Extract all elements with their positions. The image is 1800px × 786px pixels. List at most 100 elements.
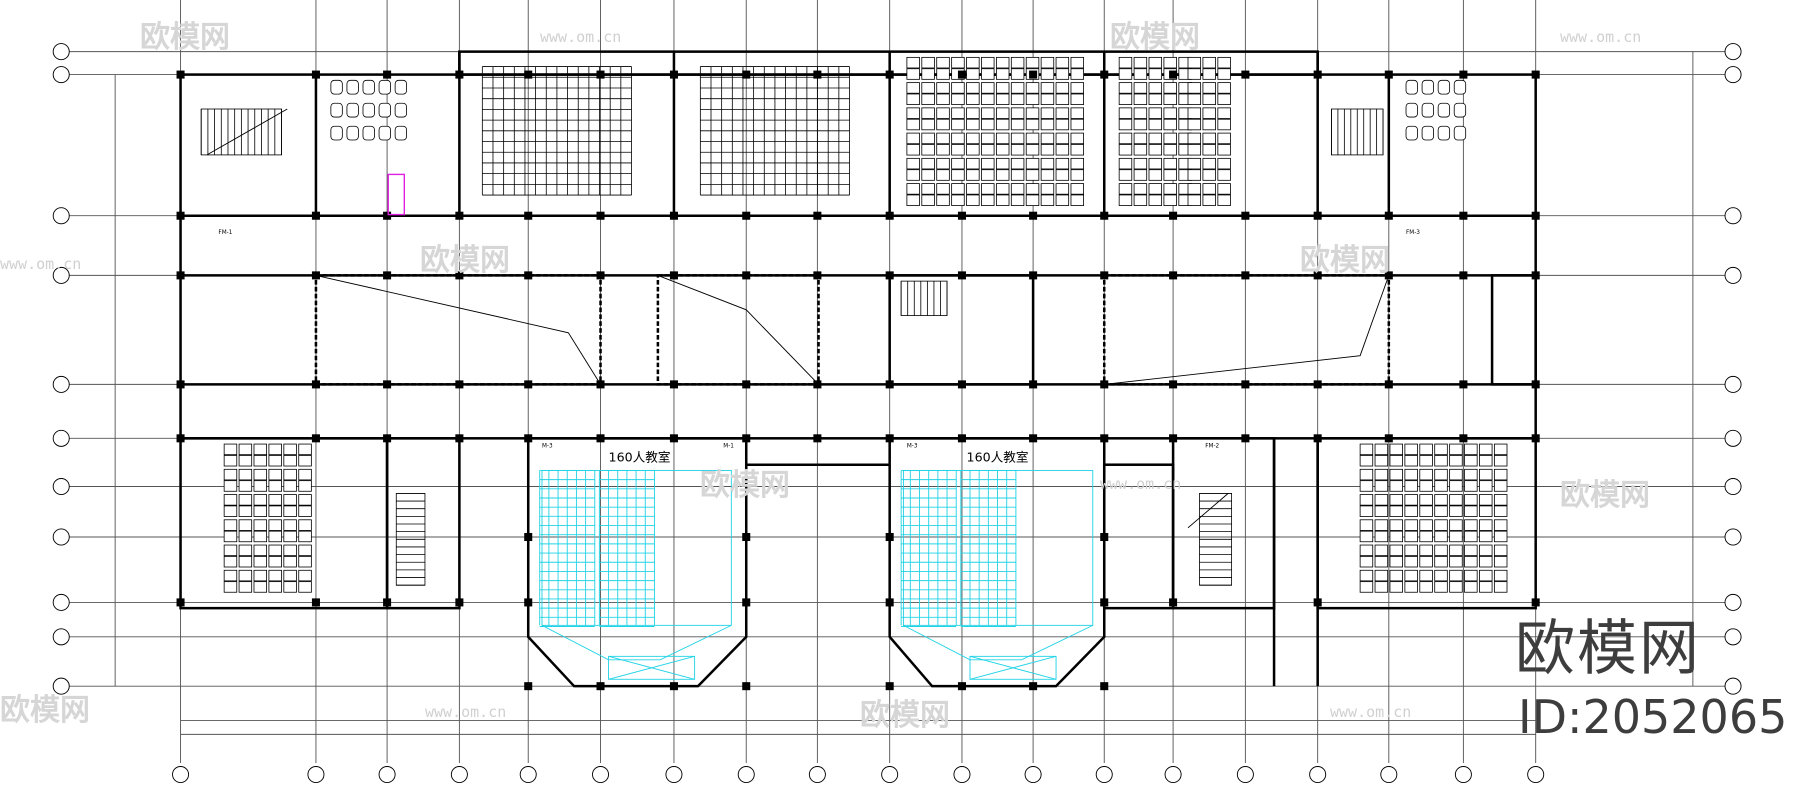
desk	[1202, 169, 1216, 181]
desk	[1374, 544, 1389, 557]
desk	[298, 555, 312, 568]
desk	[1118, 82, 1133, 94]
column	[596, 434, 605, 443]
desk	[1202, 132, 1216, 145]
desk	[1449, 443, 1463, 456]
axis-bubble	[1380, 766, 1398, 784]
column	[596, 271, 605, 280]
desk	[1040, 194, 1055, 206]
desk	[1010, 68, 1025, 80]
desk	[1449, 530, 1463, 543]
column	[311, 271, 320, 280]
desk	[223, 455, 238, 467]
desk	[1148, 118, 1163, 131]
column	[1100, 271, 1109, 280]
desk	[1374, 505, 1389, 517]
desk	[966, 194, 980, 206]
desk	[921, 93, 935, 105]
desk	[906, 132, 920, 145]
desk	[995, 82, 1010, 94]
column	[957, 211, 966, 220]
watermark-brand: 欧模网	[1110, 20, 1200, 55]
desk	[906, 194, 920, 206]
column	[383, 271, 392, 280]
column	[669, 434, 678, 443]
desk	[253, 569, 268, 582]
lecture-hall-seating-grid	[539, 469, 1094, 680]
desk	[1493, 468, 1508, 481]
axis-bubble	[52, 478, 70, 496]
desk	[1010, 157, 1025, 170]
stair-flight	[200, 108, 282, 156]
desk	[1419, 544, 1433, 557]
axis-bubble	[665, 766, 683, 784]
desk	[298, 569, 312, 582]
desk	[1464, 494, 1478, 506]
desk	[283, 581, 297, 593]
desk	[1359, 468, 1374, 481]
column	[311, 70, 320, 79]
stage-platform	[969, 655, 1057, 680]
desk	[1148, 93, 1163, 105]
column	[1531, 434, 1540, 443]
axis-bubble	[378, 766, 396, 784]
desk	[1025, 118, 1040, 131]
column	[813, 211, 822, 220]
desk	[1148, 107, 1163, 119]
desk	[1070, 68, 1084, 80]
desk	[906, 107, 920, 119]
toilet-fixture	[362, 125, 375, 141]
column	[669, 380, 678, 389]
axis-bubble	[52, 593, 70, 611]
axis-bubble	[1527, 766, 1545, 784]
watermark-brand: 欧模网	[140, 20, 230, 55]
desk	[1464, 519, 1478, 531]
desk	[1202, 82, 1216, 94]
desk	[981, 93, 995, 105]
column	[957, 380, 966, 389]
column	[1029, 434, 1038, 443]
desk	[1374, 480, 1389, 492]
toilet-fixture	[1453, 79, 1467, 95]
axis-bubble	[307, 766, 325, 784]
desk	[1359, 530, 1374, 543]
desk	[1217, 183, 1231, 195]
column	[742, 70, 751, 79]
column	[1384, 434, 1393, 443]
column	[669, 271, 678, 280]
desk	[906, 183, 920, 195]
axis-bubble	[52, 207, 70, 225]
desk	[1070, 132, 1084, 145]
desk	[238, 494, 253, 506]
desk	[283, 494, 297, 506]
column	[885, 682, 894, 691]
desk	[1070, 82, 1084, 94]
desk	[1419, 581, 1433, 593]
desk	[966, 132, 980, 145]
desk	[1025, 157, 1040, 170]
desk	[1404, 544, 1418, 557]
desk	[298, 505, 312, 517]
desk	[253, 443, 268, 456]
desk	[1187, 107, 1202, 119]
desk	[995, 107, 1010, 119]
desk	[1055, 118, 1070, 131]
column	[885, 598, 894, 607]
watermark-url: www.om.cn	[1100, 475, 1182, 493]
column	[1531, 598, 1540, 607]
desk	[1118, 183, 1133, 195]
column	[742, 598, 751, 607]
desk	[906, 118, 920, 131]
desk	[1187, 183, 1202, 195]
desk	[268, 468, 282, 481]
column	[524, 434, 533, 443]
desk	[1163, 118, 1177, 131]
desk	[238, 468, 253, 481]
watermark-url: www.om.cn	[0, 255, 82, 273]
desk	[1025, 56, 1040, 69]
column	[1100, 532, 1109, 542]
desk	[298, 494, 312, 506]
desk	[1118, 68, 1133, 80]
